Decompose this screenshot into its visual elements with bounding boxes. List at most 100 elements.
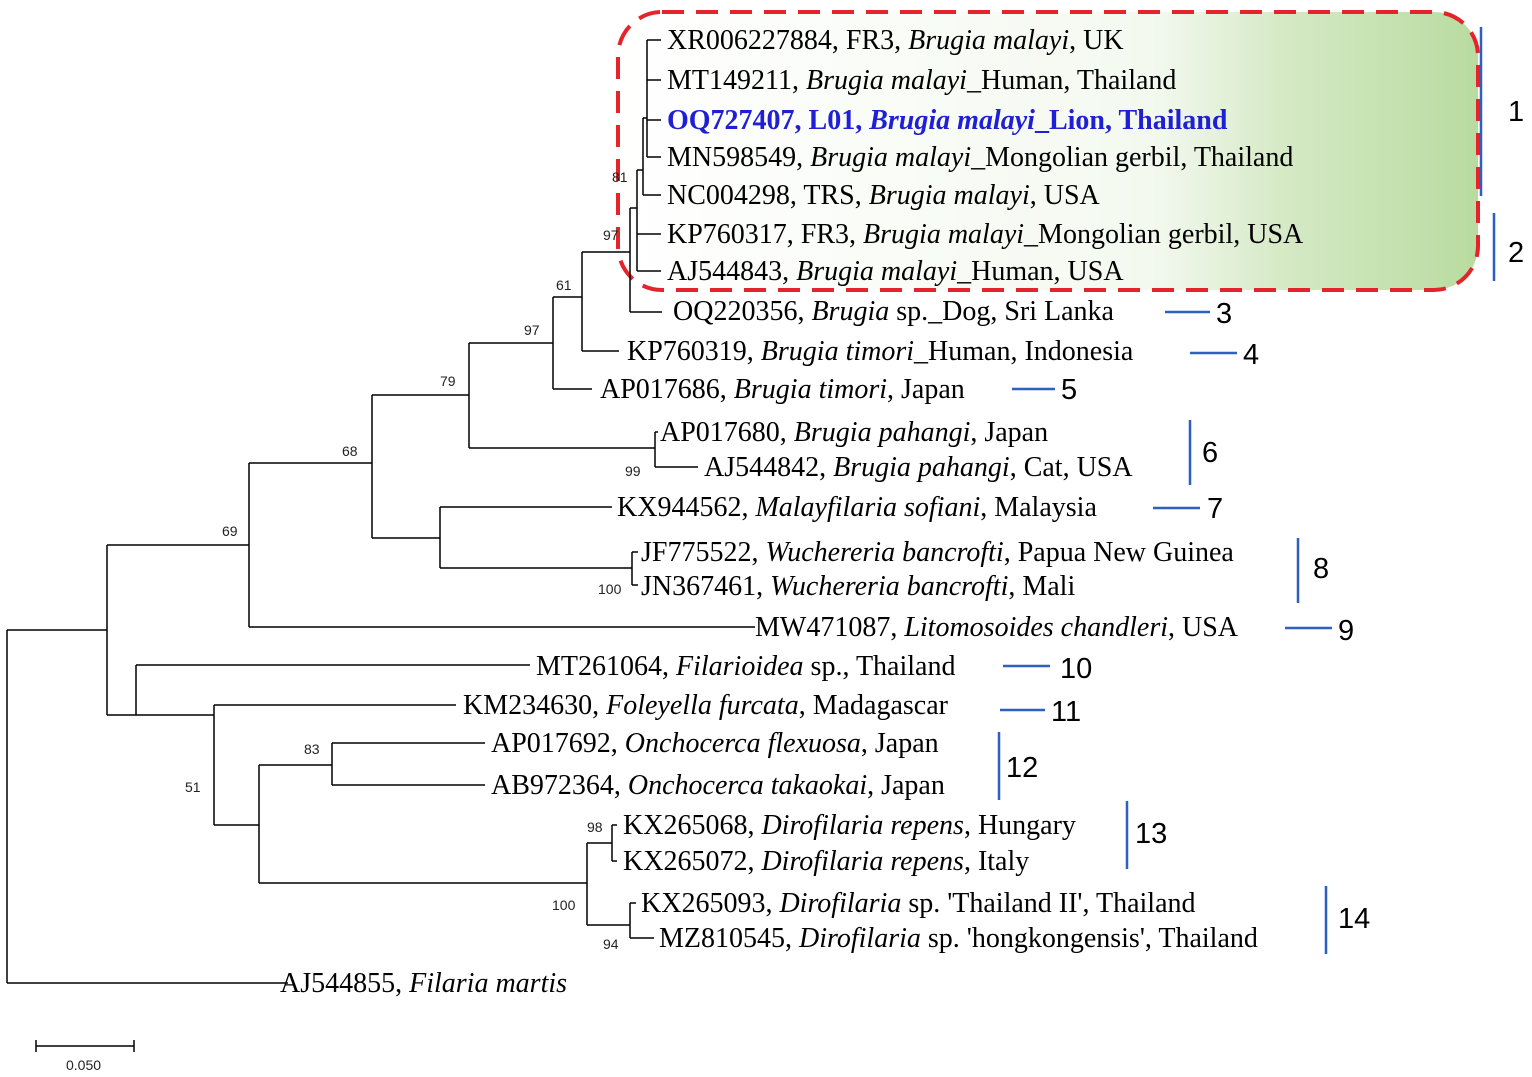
- taxon-label: AB972364, Onchocerca takaokai, Japan: [491, 770, 945, 801]
- bootstrap-value: 100: [552, 897, 576, 913]
- taxon-label-part: AJ544843,: [667, 256, 796, 287]
- taxon-label: MZ810545, Dirofilaria sp. 'hongkongensis…: [659, 923, 1258, 954]
- taxon-label-part: _Mongolian gerbil, Thailand: [970, 142, 1293, 173]
- taxon-species-name: Brugia malayi: [806, 65, 967, 96]
- highlight-box-outline: [616, 10, 1480, 292]
- taxon-label-part: KX265072,: [623, 846, 761, 877]
- taxon-label-part: AP017680,: [660, 417, 794, 448]
- taxon-label-part: MT261064,: [536, 651, 676, 682]
- cluster-number: 3: [1216, 298, 1232, 330]
- taxon-label-part: , USA: [1030, 180, 1101, 211]
- taxon-species-name: Brugia malayi: [869, 180, 1030, 211]
- taxon-label-part: , Madagascar: [799, 690, 949, 721]
- taxon-species-name: Brugia malayi: [863, 219, 1024, 250]
- taxon-label-part: , Malaysia: [980, 492, 1097, 523]
- taxon-label: MN598549, Brugia malayi_Mongolian gerbil…: [667, 142, 1293, 173]
- taxon-label-part: , UK: [1069, 25, 1123, 56]
- cluster-number: 9: [1338, 615, 1354, 647]
- taxon-label-part: , Cat, USA: [1010, 452, 1134, 483]
- cluster-markers: [997, 27, 1496, 954]
- taxon-label-part: KP760319,: [627, 336, 761, 367]
- taxon-labels: XR006227884, FR3, Brugia malayi, UK MT14…: [280, 25, 1304, 999]
- cluster-number: 13: [1135, 818, 1167, 850]
- taxon-species-name: Brugia: [811, 296, 889, 327]
- cluster-number: 12: [1006, 752, 1038, 784]
- taxon-species-name: Dirofilaria: [778, 888, 901, 919]
- taxon-species-name: Brugia timori: [761, 336, 914, 367]
- taxon-label-part: sp. 'hongkongensis', Thailand: [921, 923, 1258, 954]
- taxon-label: MW471087, Litomosoides chandleri, USA: [755, 612, 1239, 643]
- scale-bar: 0.050: [35, 1040, 135, 1073]
- taxon-label: KX265093, Dirofilaria sp. 'Thailand II',…: [641, 888, 1196, 919]
- cluster-number: 5: [1061, 374, 1077, 406]
- taxon-label-part: NC004298, TRS,: [667, 180, 869, 211]
- cluster-number: 11: [1051, 696, 1081, 728]
- taxon-label: OQ220356, Brugia sp._Dog, Sri Lanka: [673, 296, 1115, 327]
- taxon-label-part: OQ727407, L01,: [667, 105, 869, 136]
- cluster-number: 4: [1243, 339, 1259, 371]
- taxon-label-part: , Japan: [887, 374, 965, 405]
- bootstrap-value: 83: [304, 741, 320, 757]
- taxon-label-part: AJ544855,: [280, 968, 409, 999]
- taxon-label-part: KP760317, FR3,: [667, 219, 863, 250]
- bootstrap-value: 61: [556, 277, 572, 293]
- taxon-label-part: , USA: [1168, 612, 1239, 643]
- bootstrap-value: 68: [342, 443, 358, 459]
- taxon-label: MT149211, Brugia malayi_Human, Thailand: [667, 65, 1176, 96]
- taxon-label-part: MT149211,: [667, 65, 806, 96]
- taxon-label-part: _Human, Thailand: [966, 65, 1176, 96]
- taxon-label: KX265068, Dirofilaria repens, Hungary: [623, 810, 1076, 841]
- scale-bar-label: 0.050: [66, 1057, 101, 1073]
- taxon-species-name: Onchocerca flexuosa: [625, 728, 861, 759]
- taxon-label-part: AP017692,: [491, 728, 625, 759]
- taxon-label: AP017680, Brugia pahangi, Japan: [660, 417, 1048, 448]
- taxon-species-name: Brugia pahangi: [794, 417, 971, 448]
- taxon-label-part: AP017686,: [600, 374, 734, 405]
- taxon-label-part: OQ220356,: [673, 296, 811, 327]
- taxon-label-part: KX265068,: [623, 810, 761, 841]
- bootstrap-value: 51: [185, 779, 201, 795]
- taxon-species-name: Wuchereria bancrofti: [770, 571, 1008, 602]
- taxon-species-name: Wuchereria bancrofti: [765, 537, 1003, 568]
- bootstrap-value: 79: [440, 373, 456, 389]
- taxon-label-part: , Japan: [861, 728, 939, 759]
- taxon-label-part: MN598549,: [667, 142, 810, 173]
- taxon-label-part: sp. 'Thailand II', Thailand: [901, 888, 1195, 919]
- taxon-species-name: Filarioidea: [675, 651, 804, 682]
- bootstrap-value: 99: [625, 463, 641, 479]
- taxon-label: KP760317, FR3, Brugia malayi_Mongolian g…: [667, 219, 1304, 250]
- taxon-label-part: _Human, USA: [956, 256, 1124, 287]
- cluster-number: 14: [1338, 903, 1370, 935]
- taxon-label-part: JF775522,: [641, 537, 765, 568]
- taxon-label-part: KM234630,: [463, 690, 606, 721]
- taxon-label-part: AB972364,: [491, 770, 628, 801]
- taxon-label-part: , Japan: [970, 417, 1048, 448]
- taxon-label-highlighted: OQ727407, L01, Brugia malayi_Lion, Thail…: [667, 105, 1228, 136]
- bootstrap-value: 69: [222, 523, 238, 539]
- taxon-label-part: AJ544842,: [704, 452, 833, 483]
- taxon-label: AP017686, Brugia timori, Japan: [600, 374, 965, 405]
- taxon-label-part: JN367461,: [641, 571, 770, 602]
- bootstrap-value: 97: [603, 227, 619, 243]
- taxon-species-name: Brugia timori: [734, 374, 887, 405]
- taxon-species-name: Litomosoides chandleri: [903, 612, 1168, 643]
- taxon-label-part: , Mali: [1008, 571, 1075, 602]
- taxon-label: KM234630, Foleyella furcata, Madagascar: [463, 690, 949, 721]
- cluster-number: 6: [1202, 437, 1218, 469]
- taxon-label-part: , Hungary: [964, 810, 1076, 841]
- taxon-label: MT261064, Filarioidea sp., Thailand: [536, 651, 955, 682]
- taxon-species-name: Brugia pahangi: [833, 452, 1010, 483]
- taxon-label-part: sp., Thailand: [804, 651, 956, 682]
- bootstrap-values: 81 97 61 97 79 68 69 99 100 83 51 98 100…: [185, 169, 641, 952]
- taxon-species-name: Filaria martis: [408, 968, 567, 999]
- taxon-label: JN367461, Wuchereria bancrofti, Mali: [641, 571, 1075, 602]
- taxon-label: AJ544842, Brugia pahangi, Cat, USA: [704, 452, 1133, 483]
- bootstrap-value: 97: [524, 322, 540, 338]
- tree-branches: [6, 39, 755, 984]
- bootstrap-value: 94: [603, 936, 619, 952]
- cluster-number: 7: [1207, 493, 1223, 525]
- taxon-label-part: MZ810545,: [659, 923, 799, 954]
- taxon-label-part: _Human, Indonesia: [913, 336, 1134, 367]
- taxon-label-part: , Japan: [867, 770, 945, 801]
